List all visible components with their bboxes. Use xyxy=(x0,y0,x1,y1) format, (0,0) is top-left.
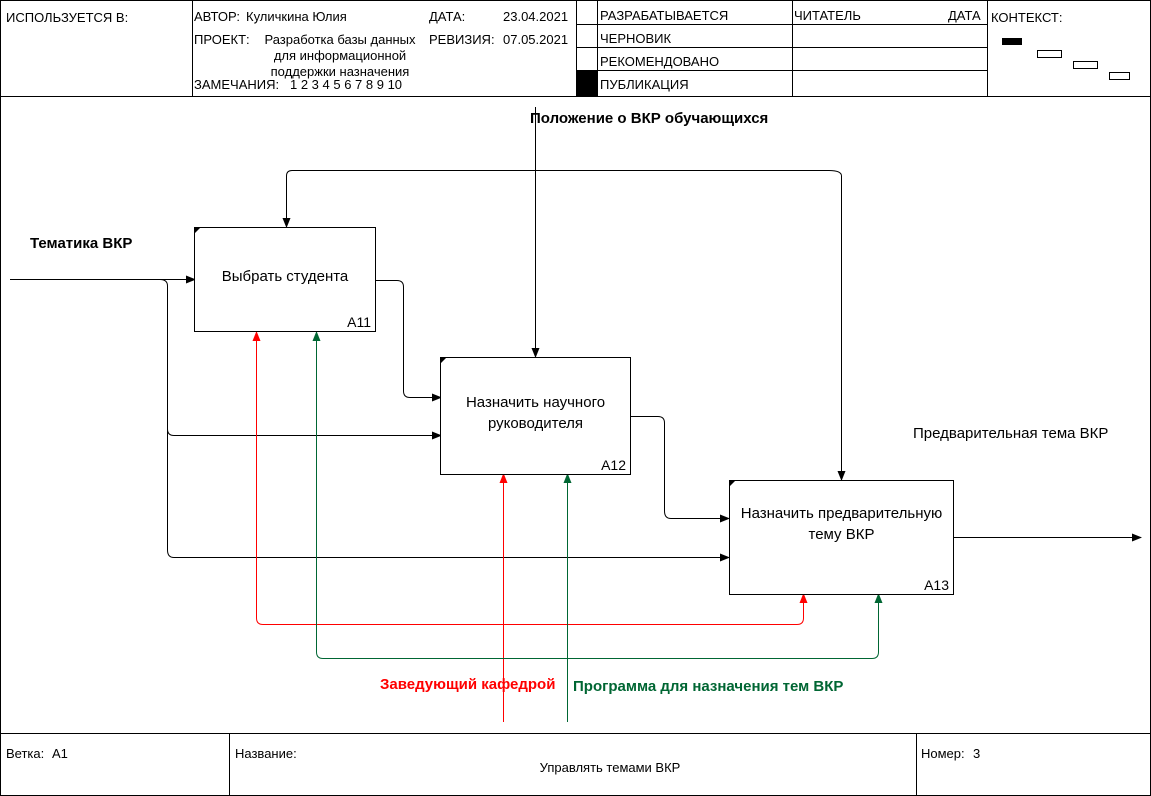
activity-box-a11[interactable]: Выбрать студента А11 xyxy=(194,227,376,332)
project-value: Разработка базы данных для информационно… xyxy=(264,32,416,79)
activity-label: Назначить предварительную тему ВКР xyxy=(740,505,943,543)
date-value: 23.04.2021 xyxy=(503,9,569,24)
context-label: КОНТЕКСТ: xyxy=(991,10,1063,25)
activity-number: А11 xyxy=(347,314,371,330)
reader-label: ЧИТАТЕЛЬ xyxy=(794,8,861,23)
activity-number: А13 xyxy=(924,577,949,593)
revision-value: 07.05.2021 xyxy=(503,32,569,47)
diagram-title: Управлять темами ВКР xyxy=(539,760,681,775)
date-label: ДАТА: xyxy=(429,9,466,24)
box-corner-mark xyxy=(441,358,446,363)
activity-box-a12[interactable]: Назначить научного руководителя А12 xyxy=(440,357,631,475)
control-arrow-label: Положение о ВКР обучающихся xyxy=(530,110,769,127)
author-value: Куличкина Юлия xyxy=(246,9,347,24)
notes-numbers: 1 2 3 4 5 6 7 8 9 10 xyxy=(290,77,403,92)
used-in-label: ИСПОЛЬЗУЕТСЯ В: xyxy=(6,10,129,25)
node-value: А1 xyxy=(52,746,68,761)
status-recommended: РЕКОМЕНДОВАНО xyxy=(600,54,720,69)
number-value: 3 xyxy=(973,746,981,761)
activity-number: А12 xyxy=(601,457,626,473)
project-label: ПРОЕКТ: xyxy=(194,32,250,47)
node-label: Ветка: xyxy=(6,746,45,761)
activity-label: Назначить научного руководителя xyxy=(465,394,606,432)
activity-label: Выбрать студента xyxy=(221,268,349,285)
status-draft: ЧЕРНОВИК xyxy=(600,31,672,46)
box-corner-mark xyxy=(730,481,735,486)
number-label: Номер: xyxy=(921,746,965,761)
input-arrow-label: Тематика ВКР xyxy=(30,235,133,252)
title-label: Название: xyxy=(235,746,297,761)
status-working: РАЗРАБАТЫВАЕТСЯ xyxy=(600,8,729,23)
mechanism-program-label: Программа для назначения тем ВКР xyxy=(573,678,844,695)
box-corner-mark xyxy=(195,228,200,233)
mechanism-head-label: Заведующий кафедрой xyxy=(380,676,556,693)
author-label: АВТОР: xyxy=(194,9,240,24)
activity-box-a13[interactable]: Назначить предварительную тему ВКР А13 xyxy=(729,480,954,595)
notes-label: ЗАМЕЧАНИЯ: xyxy=(194,77,280,92)
output-arrow-label: Предварительная тема ВКР xyxy=(913,425,1109,442)
status-publication: ПУБЛИКАЦИЯ xyxy=(600,77,689,92)
reader-date-label: ДАТА xyxy=(948,8,981,23)
revision-label: РЕВИЗИЯ: xyxy=(429,32,495,47)
